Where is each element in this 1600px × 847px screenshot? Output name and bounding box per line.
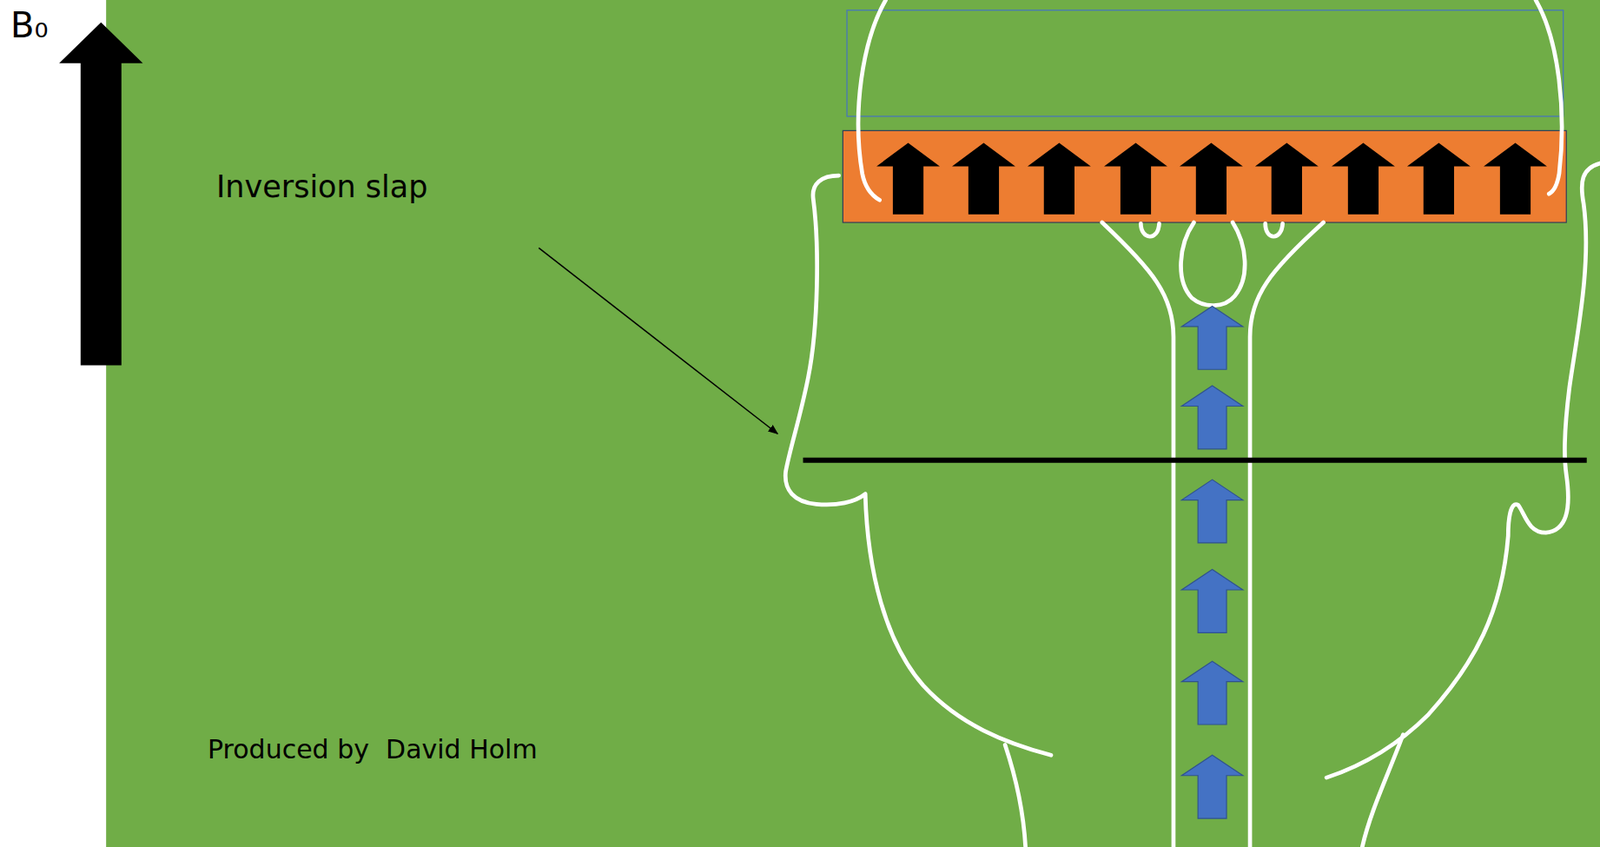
field-label: B₀ — [10, 5, 48, 46]
skull-right — [1535, 0, 1562, 194]
inflow-arrow — [1181, 661, 1243, 725]
magnetization-arrow — [876, 142, 940, 214]
inflow-arrow — [1181, 305, 1243, 370]
magnetization-arrow — [1255, 142, 1319, 214]
neck-right — [1361, 734, 1403, 847]
inflow-arrow — [1181, 385, 1243, 450]
callout-label: Inversion slap — [216, 169, 428, 205]
face-right — [1326, 163, 1600, 778]
inflow-arrow — [1181, 754, 1243, 819]
outline-box — [846, 10, 1564, 117]
inflow-arrows — [1181, 305, 1243, 819]
head-outline — [785, 0, 1600, 847]
magnetization-arrow — [1179, 142, 1243, 214]
neck-left — [1004, 745, 1025, 847]
inflow-arrow — [1181, 479, 1243, 543]
spinal-right — [1249, 222, 1324, 847]
small-curve — [1140, 223, 1159, 237]
background — [105, 0, 1600, 847]
magnetization-arrow — [1407, 142, 1471, 214]
small-curve — [1265, 223, 1283, 237]
skull-left — [858, 0, 886, 200]
leader-line — [538, 247, 778, 434]
slab-arrows — [876, 142, 1548, 214]
b0-arrow — [59, 22, 143, 366]
magnetization-arrow — [1027, 142, 1091, 214]
inversion-slab — [842, 130, 1567, 223]
magnetization-arrow — [1104, 142, 1168, 214]
magnetization-arrow — [1483, 142, 1548, 214]
magnetization-arrow — [952, 142, 1016, 214]
credit-note: Produced by David Holm — [207, 734, 538, 766]
inflow-arrow — [1181, 568, 1243, 633]
face-left — [785, 175, 1052, 755]
spinal-left — [1102, 222, 1174, 847]
slice-line — [803, 457, 1587, 463]
brainstem-loop — [1181, 222, 1246, 305]
magnetization-arrow — [1331, 142, 1396, 214]
